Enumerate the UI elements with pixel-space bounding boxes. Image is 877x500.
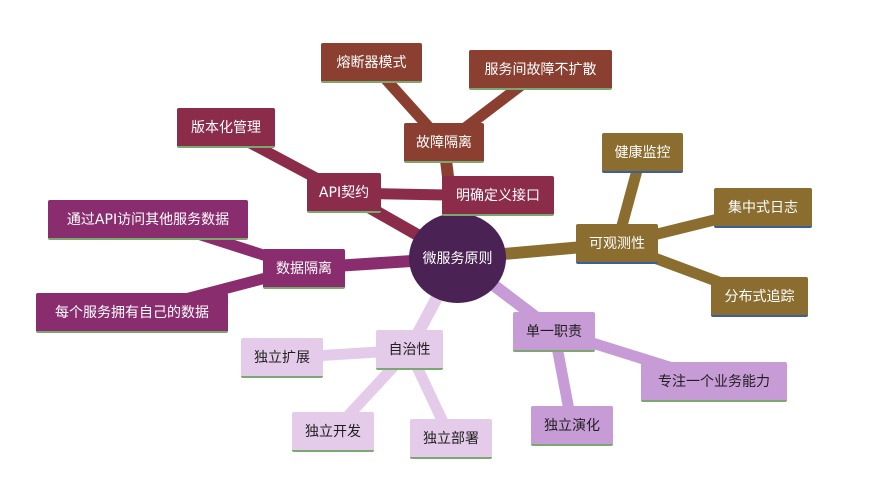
subtopic-independent-deployment[interactable]: 独立部署 [410,419,492,459]
topic-observability[interactable]: 可观测性 [576,224,658,264]
topic-single-responsibility[interactable]: 单一职责 [513,312,595,352]
subtopic-versioning[interactable]: 版本化管理 [177,108,275,148]
subtopic-focus-business-capability[interactable]: 专注一个业务能力 [641,362,787,402]
subtopic-distributed-tracing[interactable]: 分布式追踪 [711,277,808,317]
subtopic-api-access-data[interactable]: 通过API访问其他服务数据 [48,200,248,240]
subtopic-circuit-breaker[interactable]: 熔断器模式 [321,43,422,83]
subtopic-independent-development[interactable]: 独立开发 [292,412,374,452]
topic-api-contract[interactable]: API契约 [307,173,381,213]
subtopic-failure-no-spread[interactable]: 服务间故障不扩散 [469,50,612,90]
subtopic-independent-evolution[interactable]: 独立演化 [531,406,613,446]
subtopic-define-interface[interactable]: 明确定义接口 [442,176,554,216]
central-topic-node[interactable]: 微服务原则 [409,213,506,303]
topic-fault-isolation[interactable]: 故障隔离 [404,123,484,163]
topic-autonomy[interactable]: 自治性 [376,330,443,370]
subtopic-own-data[interactable]: 每个服务拥有自己的数据 [36,293,228,333]
topic-data-isolation[interactable]: 数据隔离 [263,249,345,289]
subtopic-health-monitoring[interactable]: 健康监控 [602,133,683,173]
subtopic-independent-scaling[interactable]: 独立扩展 [241,338,323,378]
subtopic-centralized-logging[interactable]: 集中式日志 [714,188,812,228]
